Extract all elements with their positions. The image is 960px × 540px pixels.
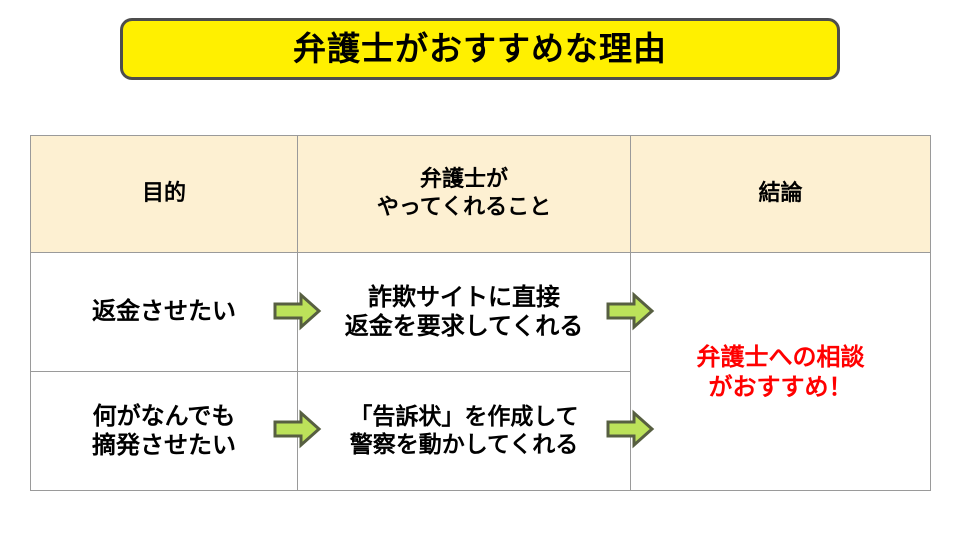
- cell-purpose-prosecution: 何がなんでも 摘発させたい: [30, 371, 298, 491]
- purpose-text-prosecution: 何がなんでも 摘発させたい: [92, 401, 236, 459]
- table-row-prosecution: 何がなんでも 摘発させたい 「告訴状」を作成して 警察を動かしてくれる: [30, 371, 931, 491]
- action-text-refund: 詐欺サイトに直接 返金を要求してくれる: [344, 282, 584, 340]
- slide-title-text: 弁護士がおすすめな理由: [293, 28, 667, 68]
- cell-conclusion: 弁護士への相談 がおすすめ！: [630, 252, 931, 491]
- action-text-prosecution: 「告訴状」を作成して 警察を動かしてくれる: [349, 403, 579, 458]
- header-label-conclusion: 結論: [758, 180, 803, 206]
- table-row-refund: 返金させたい 詐欺サイトに直接 返金を要求してくれる 弁護士への相談 がおすすめ…: [30, 252, 931, 491]
- header-label-purpose: 目的: [141, 180, 186, 206]
- comparison-table: 目的 弁護士が やってくれること 結論 返金させたい 詐欺サイトに直接 返金を要…: [30, 135, 931, 491]
- table-header-cell-conclusion: 結論: [630, 135, 931, 253]
- cell-purpose-refund: 返金させたい: [30, 252, 298, 372]
- slide-title-banner: 弁護士がおすすめな理由: [120, 18, 840, 80]
- purpose-text-refund: 返金させたい: [92, 297, 236, 326]
- header-label-lawyer-action: 弁護士が やってくれること: [376, 166, 552, 220]
- conclusion-text: 弁護士への相談 がおすすめ！: [696, 342, 865, 401]
- table-header-row: 目的 弁護士が やってくれること 結論: [30, 135, 931, 253]
- cell-action-refund: 詐欺サイトに直接 返金を要求してくれる: [297, 252, 631, 372]
- table-header-cell-purpose: 目的: [30, 135, 298, 253]
- table-header-cell-lawyer-action: 弁護士が やってくれること: [297, 135, 631, 253]
- cell-action-prosecution: 「告訴状」を作成して 警察を動かしてくれる: [297, 371, 631, 491]
- comparison-table-wrapper: 目的 弁護士が やってくれること 結論 返金させたい 詐欺サイトに直接 返金を要…: [30, 135, 931, 491]
